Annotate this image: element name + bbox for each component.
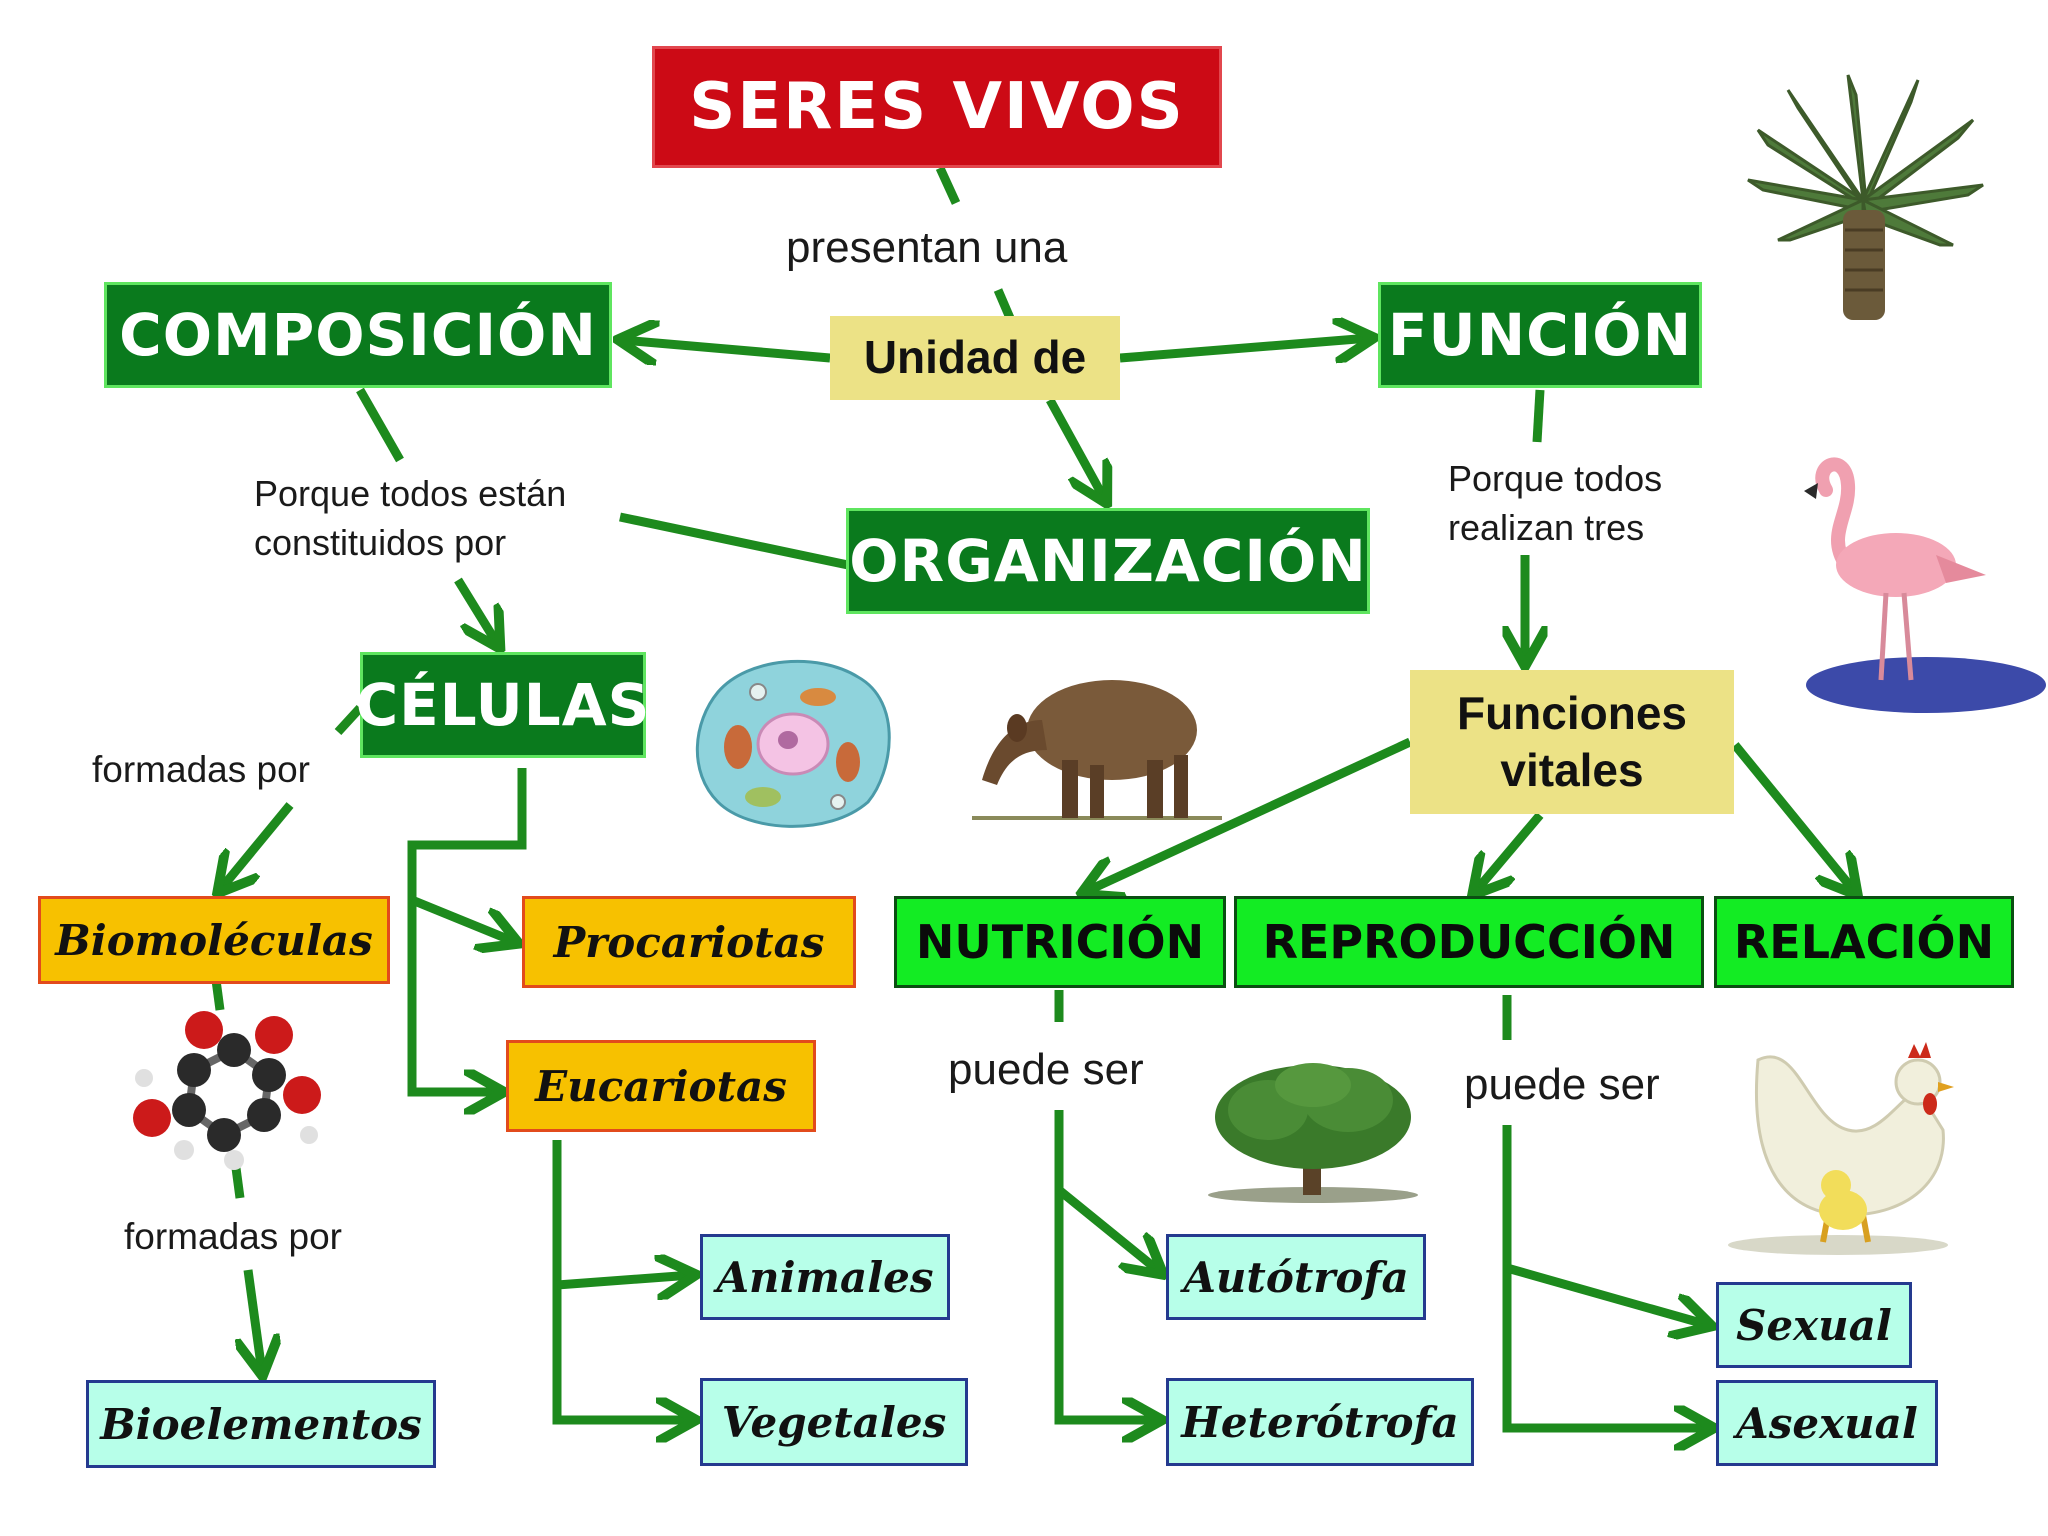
line-celulas-to-formadas <box>334 704 364 736</box>
line-funcion-to-label <box>1532 389 1545 443</box>
node-composicion: COMPOSICIÓN <box>104 282 612 388</box>
node-autotrofa: Autótrofa <box>1166 1234 1426 1320</box>
node-funciones-vitales-line: vitales <box>1500 744 1644 796</box>
link-label-puede-ser: puede ser <box>948 1045 1144 1094</box>
arrow-unidad-to-organizacion <box>1046 397 1105 500</box>
oak-tree-image <box>1208 1063 1418 1203</box>
arrow-to-animales <box>556 1275 692 1285</box>
arrow-unidad-to-funcion <box>1119 338 1370 358</box>
node-funcion: FUNCIÓN <box>1378 282 1702 388</box>
node-asexual: Asexual <box>1716 1380 1938 1466</box>
node-unidad-de: Unidad de <box>830 316 1120 400</box>
arrow-label-to-celulas <box>454 577 498 645</box>
node-seres-vivos: SERES VIVOS <box>652 46 1222 168</box>
link-label-line: Porque todos <box>1448 458 1663 499</box>
arrow-funciones-to-nutricion <box>1085 737 1412 892</box>
node-organizacion: ORGANIZACIÓN <box>846 508 1370 614</box>
node-animales: Animales <box>700 1234 950 1320</box>
line-title-to-presentan <box>935 166 961 205</box>
arrow-to-autotrofa <box>1056 1186 1160 1272</box>
node-reproduccion: REPRODUCCIÓN <box>1234 896 1704 988</box>
connector-nutricion-bracket <box>1054 1110 1158 1420</box>
node-funciones-vitales: Funciones vitales <box>1410 670 1734 814</box>
palm-tree-image <box>1747 74 1984 320</box>
node-eucariotas: Eucariotas <box>506 1040 816 1132</box>
arrow-formadas-to-biomoleculas <box>220 802 294 890</box>
connector-celulas-bracket <box>407 768 527 1092</box>
link-label-puede-ser: puede ser <box>1464 1060 1660 1109</box>
arrow-funciones-to-reproduccion <box>1475 812 1544 892</box>
link-label-constituidos: Porque todos están constituidos por <box>254 470 566 567</box>
node-procariotas: Procariotas <box>522 896 856 988</box>
node-biomoleculas: Biomoléculas <box>38 896 390 984</box>
link-label-realizan: Porque todos realizan tres <box>1448 455 1662 552</box>
arrow-formadas-to-bioelementos <box>248 1269 262 1372</box>
connector-eucariotas-bracket <box>552 1140 692 1420</box>
node-bioelementos: Bioelementos <box>86 1380 436 1468</box>
animal-cell-image <box>695 659 891 828</box>
node-vegetales: Vegetales <box>700 1378 968 1466</box>
line-presentan-to-unidad <box>993 288 1015 320</box>
tapir-image <box>972 680 1222 820</box>
arrow-to-procariotas <box>410 895 515 942</box>
line-molecule-to-formadas <box>231 1167 245 1199</box>
node-nutricion: NUTRICIÓN <box>894 896 1226 988</box>
arrow-unidad-to-composicion <box>622 340 831 358</box>
node-heterotrofa: Heterótrofa <box>1166 1378 1474 1466</box>
link-label-line: realizan tres <box>1448 506 1645 548</box>
link-label-line: Porque todos están <box>254 473 567 514</box>
molecule-image <box>133 1011 321 1170</box>
link-label-presentan: presentan una <box>786 223 1068 272</box>
node-celulas: CÉLULAS <box>356 652 649 758</box>
hen-with-chick-image <box>1728 1042 1954 1255</box>
arrow-funciones-to-relacion <box>1731 742 1855 892</box>
flamingo-image <box>1804 457 2046 713</box>
line-biomoleculas-to-molecule <box>211 979 225 1011</box>
link-label-formadas-por: formadas por <box>92 749 310 790</box>
link-label-formadas-por: formadas por <box>124 1216 342 1257</box>
node-relacion: RELACIÓN <box>1714 896 2014 988</box>
line-organizacion-to-label <box>619 512 849 570</box>
link-label-line: constituidos por <box>254 521 507 563</box>
line-composicion-to-label <box>356 387 404 463</box>
arrow-to-sexual <box>1505 1263 1708 1325</box>
connector-reproduccion-bracket <box>1502 1125 1710 1428</box>
node-sexual: Sexual <box>1716 1282 1912 1368</box>
node-funciones-vitales-line: Funciones <box>1456 686 1688 739</box>
